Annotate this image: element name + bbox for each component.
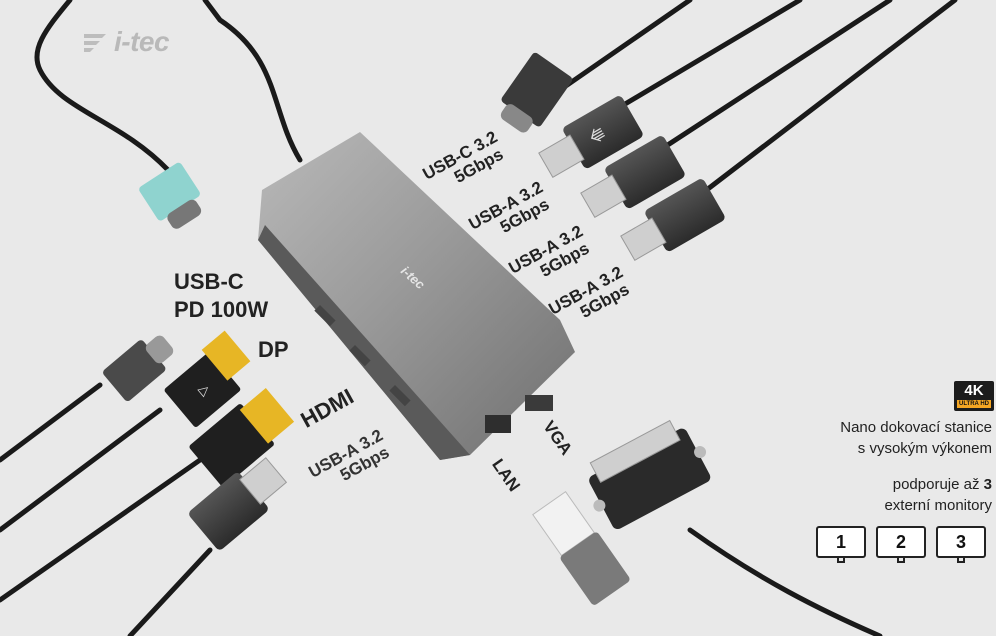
usba2-cable (657, 0, 893, 153)
usba3-connector (620, 179, 725, 261)
usba3-cable (697, 0, 958, 198)
monitor-icon: 3 (936, 526, 986, 563)
monitor-number: 1 (816, 526, 866, 558)
usba2-connector (580, 136, 685, 218)
monitor-number: 2 (876, 526, 926, 558)
tagline-line: Nano dokovací stanice (840, 419, 992, 436)
monitor-icons: 1 2 3 (816, 526, 986, 563)
hdmi-cable (0, 457, 203, 603)
usba1-connector: ⭅ (538, 96, 643, 178)
monitor-icon: 2 (876, 526, 926, 563)
hdmi-connector (189, 388, 295, 487)
support-line: externí monitory (884, 497, 992, 514)
cables (0, 0, 958, 636)
tagline-line: s vysokým výkonem (857, 440, 992, 457)
teal-usbc-connector (139, 162, 202, 229)
teal-usbc-cable (34, 0, 171, 173)
support-prefix: podporuje až (892, 476, 984, 493)
vga-cable (687, 527, 883, 636)
label-usbc-pd: USB-C PD 100W (174, 268, 268, 324)
brand-name: i-tec (114, 26, 170, 57)
4k-badge: 4K ULTRA HD (954, 381, 994, 411)
hub-port (349, 345, 371, 367)
support-line: podporuje až 3 (884, 474, 992, 495)
itec-logo-icon (84, 34, 106, 52)
usba-left-cable (127, 547, 213, 636)
vga-connector (589, 419, 711, 530)
support-count: 3 (983, 476, 992, 493)
label-dp: DP (258, 337, 289, 362)
dock-hub: i-tec (258, 132, 575, 460)
dp-connector: ▷ (164, 330, 251, 427)
tagline: Nano dokovací stanice s vysokým výkonem (840, 417, 992, 459)
hub-host-cable (202, 0, 303, 163)
label-line: PD 100W (174, 297, 269, 322)
usbc-pd-cable (0, 382, 103, 463)
hub-port (314, 305, 336, 327)
usbc-top-connector (500, 52, 573, 133)
monitor-icon: 1 (816, 526, 866, 563)
label-line: USB-C (174, 269, 244, 294)
monitor-number: 3 (936, 526, 986, 558)
badge-main: 4K (964, 382, 984, 399)
monitor-support-text: podporuje až 3 externí monitory (884, 474, 992, 516)
hub-vga-port (525, 395, 553, 411)
dp-cable (0, 407, 163, 533)
brand-logo: i-tec (82, 26, 170, 58)
hub-lan-port (485, 415, 511, 433)
usbc-pd-connector (103, 335, 174, 402)
usba-left-connector (189, 457, 288, 550)
badge-sub: ULTRA HD (957, 400, 991, 408)
usba1-cable (612, 0, 803, 113)
hub-port (389, 385, 411, 407)
lan-connector (532, 490, 630, 605)
usbc-top-cable (557, 0, 693, 93)
